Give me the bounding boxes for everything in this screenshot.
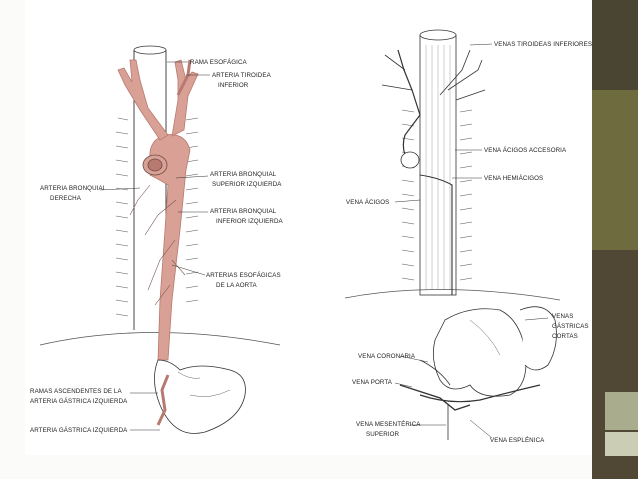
label-bronquial-inferior-1: ARTERIA BRONQUIAL bbox=[210, 208, 277, 215]
thyroid-artery-left bbox=[117, 59, 169, 141]
label-rama-esofagica: RAMA ESOFÁGICA bbox=[190, 59, 248, 66]
label-venas-tiroideas: VENAS TIROIDEAS INFERIORES bbox=[494, 41, 592, 48]
label-bronquial-superior-2: SUPERIOR IZQUIERDA bbox=[212, 181, 282, 188]
portal-vein bbox=[399, 384, 471, 411]
decor-block-light bbox=[605, 392, 638, 430]
diaphragm-left bbox=[39, 332, 281, 346]
label-acigos: VENA ÁCIGOS bbox=[346, 199, 389, 206]
decor-bar-top bbox=[592, 0, 638, 90]
stomach-right bbox=[432, 308, 527, 397]
decor-block-lighter bbox=[605, 432, 638, 456]
labels-left: RAMA ESOFÁGICA ARTERIA TIROIDEA INFERIOR… bbox=[30, 59, 284, 434]
label-arteria-tiroidea: ARTERIA TIROIDEA bbox=[212, 72, 272, 79]
label-acigos-accesoria: VENA ÁCIGOS ACCESORIA bbox=[484, 147, 567, 154]
label-gastricas-2: GÁSTRICAS bbox=[552, 323, 589, 330]
label-inferior: INFERIOR bbox=[218, 82, 249, 89]
label-bronquial-inferior-2: INFERIOR IZQUIERDA bbox=[216, 218, 284, 225]
left-illustration bbox=[39, 45, 281, 434]
label-mesenterica-2: SUPERIOR bbox=[366, 431, 400, 438]
label-gastrica-izquierda: ARTERIA GÁSTRICA IZQUIERDA bbox=[30, 427, 128, 434]
gastric-artery-left bbox=[156, 374, 170, 426]
label-mesenterica-1: VENA MESENTÉRICA bbox=[356, 421, 421, 428]
thyroid-artery-right bbox=[171, 59, 199, 137]
label-gastricas-1: VENAS bbox=[552, 313, 573, 320]
label-esofagicas-1: ARTERIAS ESOFÁGICAS bbox=[206, 272, 281, 279]
esophagus-top-left bbox=[133, 45, 167, 55]
diaphragm-right bbox=[344, 289, 561, 301]
labels-right: VENAS TIROIDEAS INFERIORES VENA ÁCIGOS A… bbox=[346, 41, 592, 444]
label-esplenica: VENA ESPLÉNICA bbox=[490, 437, 545, 444]
coronary-vein bbox=[419, 359, 451, 386]
right-illustration bbox=[344, 29, 561, 440]
hemiazygos bbox=[419, 174, 453, 295]
rib-ticks-left bbox=[115, 117, 199, 317]
label-bronquial-superior-1: ARTERIA BRONQUIAL bbox=[210, 171, 277, 178]
label-bronquial-derecha-1: ARTERIA BRONQUIAL bbox=[40, 185, 107, 192]
label-ramas-ascendentes-1: RAMAS ASCENDENTES DE LA bbox=[30, 388, 122, 395]
label-esofagicas-2: DE LA AORTA bbox=[216, 282, 258, 289]
label-bronquial-derecha-2: DERECHA bbox=[50, 195, 82, 202]
thyroid-veins bbox=[439, 49, 486, 101]
spleen bbox=[519, 306, 557, 371]
label-porta: VENA PORTA bbox=[352, 379, 393, 386]
splenic-vein bbox=[419, 384, 541, 403]
label-hemiacigos: VENA HEMIÁCIGOS bbox=[484, 175, 543, 182]
label-ramas-ascendentes-2: ARTERIA GÁSTRICA IZQUIERDA bbox=[30, 398, 128, 405]
decor-bar-olive bbox=[592, 90, 638, 250]
label-gastricas-3: CORTAS bbox=[552, 333, 578, 340]
label-coronaria: VENA CORONARIA bbox=[358, 353, 416, 360]
